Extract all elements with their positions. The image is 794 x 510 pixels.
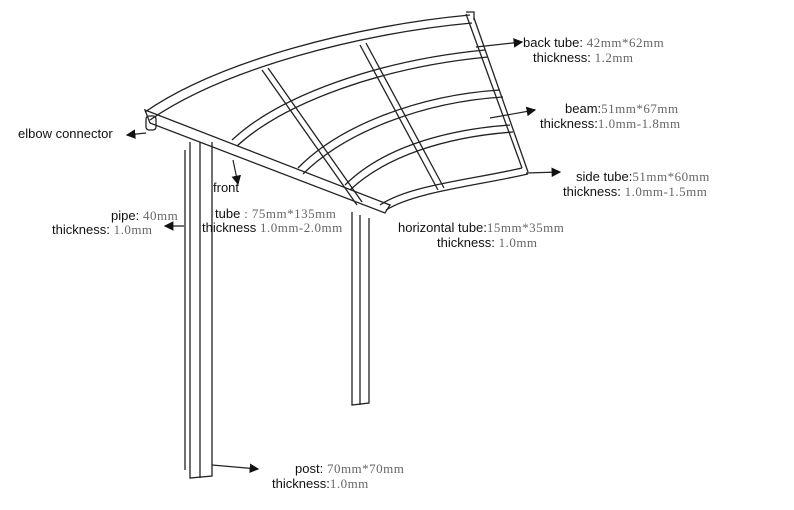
pipe-label: pipe: 40mm xyxy=(111,208,178,223)
side-tube-thickness: thickness: 1.0mm-1.5mm xyxy=(563,184,707,199)
left-post xyxy=(189,142,213,479)
beam-thickness: thickness:1.0mm-1.8mm xyxy=(540,116,681,131)
label-value: 1.0mm-1.8mm xyxy=(597,116,681,131)
back-tube-thickness: thickness: 1.2mm xyxy=(533,50,634,65)
label-value: 1.0mm xyxy=(109,222,153,237)
label-value: 1.0mm xyxy=(329,476,369,491)
label-name: post: xyxy=(295,461,324,476)
label-name: beam: xyxy=(565,101,602,116)
label-name: thickness: xyxy=(272,476,330,491)
label-size: 42mm*62mm xyxy=(583,35,665,50)
label-size: 70mm*70mm xyxy=(323,461,405,476)
label-name: thickness: xyxy=(533,50,591,65)
label-name: side tube: xyxy=(576,169,633,184)
side-tube-label: side tube:51mm*60mm xyxy=(576,169,710,184)
post-label: post: 70mm*70mm xyxy=(295,461,404,476)
label-value: 1.0mm-2.0mm xyxy=(256,220,343,235)
label-name: thickness: xyxy=(52,222,110,237)
label-size: 40mm xyxy=(139,208,179,223)
front-tube xyxy=(143,108,391,214)
label-name: thickness: xyxy=(437,235,495,250)
label-name: horizontal tube: xyxy=(398,220,487,235)
horizontal-tube-label: horizontal tube:15mm*35mm xyxy=(398,220,564,235)
label-name: elbow connector xyxy=(18,126,113,141)
label-name: pipe: xyxy=(111,208,140,223)
left-arc-tube xyxy=(144,14,471,113)
label-value: 1.2mm xyxy=(590,50,634,65)
label-value: 1.0mm xyxy=(494,235,538,250)
front-tube-label: tube : 75mm*135mm xyxy=(215,206,336,221)
label-name: tube xyxy=(215,206,241,221)
label-value: 1.0mm-1.5mm xyxy=(620,184,708,199)
side-tube xyxy=(379,167,523,206)
front-label: front xyxy=(213,180,239,195)
label-size: 15mm*35mm xyxy=(486,220,565,235)
front-tube-thickness: thickness 1.0mm-2.0mm xyxy=(202,220,343,235)
label-name: thickness: xyxy=(540,116,598,131)
horizontal-tube-thickness: thickness: 1.0mm xyxy=(437,235,538,250)
post-thickness: thickness:1.0mm xyxy=(272,476,369,491)
back-tube-label: back tube: 42mm*62mm xyxy=(523,35,664,50)
pipe-thickness: thickness: 1.0mm xyxy=(52,222,153,237)
label-name: front xyxy=(213,180,240,195)
label-name: back tube: xyxy=(523,35,583,50)
label-name: thickness: xyxy=(563,184,621,199)
label-size: 51mm*67mm xyxy=(601,101,679,116)
label-size: : 75mm*135mm xyxy=(240,206,337,221)
beam-label: beam:51mm*67mm xyxy=(565,101,679,116)
label-size: 51mm*60mm xyxy=(632,169,710,184)
label-name: thickness xyxy=(202,220,257,235)
elbow-connector-label: elbow connector xyxy=(18,126,113,141)
elbow-connector-shape xyxy=(145,115,157,131)
